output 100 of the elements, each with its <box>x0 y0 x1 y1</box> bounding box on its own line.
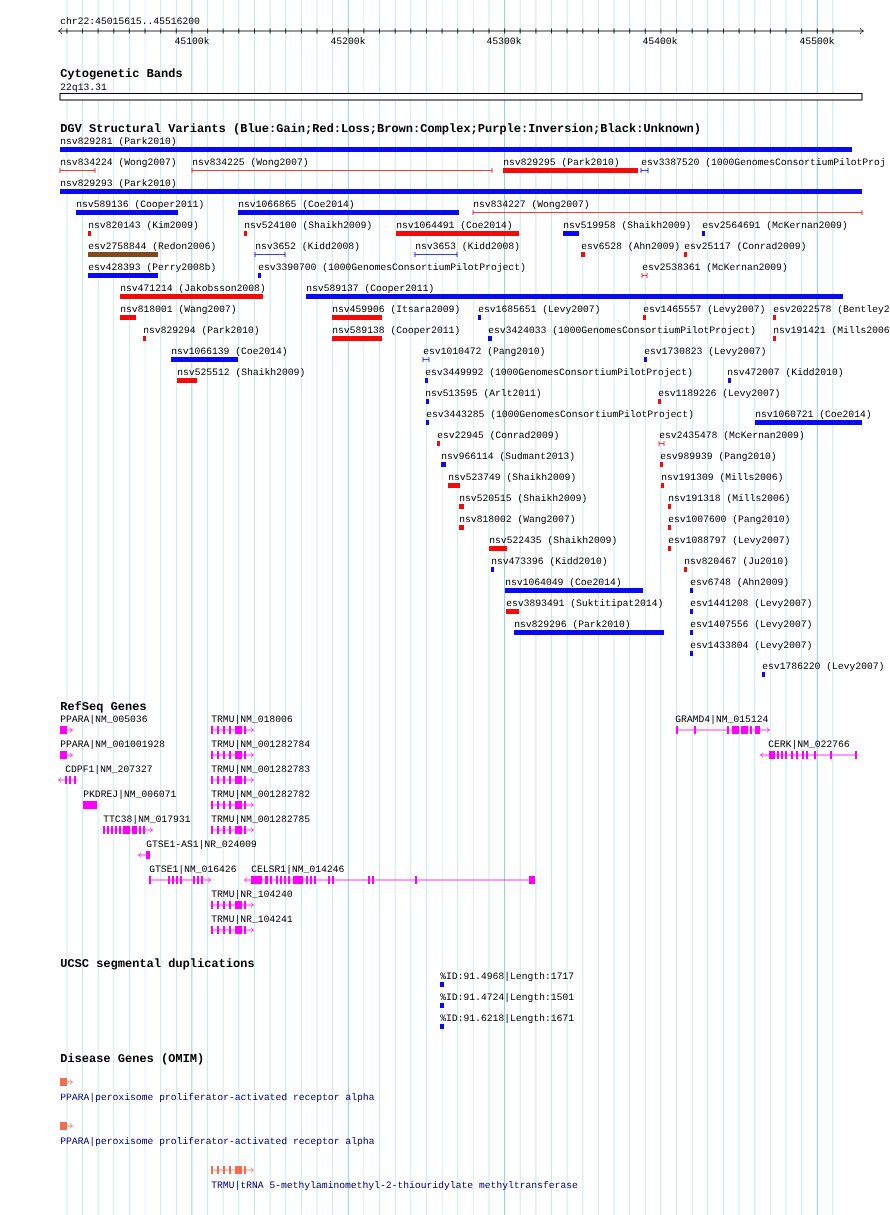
variant-label: esv6528 (Ahn2009) <box>581 242 679 251</box>
track-title: DGV Structural Variants (Blue:Gain;Red:Loss;Brown:Complex;Purple:Inversion;Black:Unknown) <box>61 123 699 135</box>
variant-label: nsv829296 (Park2010) <box>515 620 629 629</box>
variant-label: nsv589136 (Cooper2011) <box>77 200 203 209</box>
gene-label: TTC38|NM_017931 <box>103 815 191 824</box>
disease-gene-label: TRMU|tRNA 5-methylaminomethyl-2-thiouridylate methyltransferase <box>211 1181 578 1190</box>
gene-label: TRMU|NM_001282782 <box>211 790 310 799</box>
gene-label: GRAMD4|NM_015124 <box>675 715 768 724</box>
variant-label: esv1010472 (Pang2010) <box>423 347 544 356</box>
track-title: UCSC segmental duplications <box>60 958 254 970</box>
variant-label: nsv589137 (Cooper2011) <box>307 284 433 293</box>
variant-label: esv3390700 (1000GenomesConsortiumPilotProject) <box>258 263 525 272</box>
variant-label: nsv522435 (Shaikh2009) <box>490 536 616 545</box>
variant-label: esv989939 (Pang2010) <box>660 452 775 461</box>
variant-label: nsv589138 (Cooper2011) <box>333 326 459 335</box>
gene-label: CDPF1|NM_207327 <box>65 765 152 774</box>
tick-label: 45400k <box>643 37 677 45</box>
variant-label: nsv519958 (Shaikh2009) <box>564 221 690 230</box>
variant-label: esv3387520 (1000GenomesConsortiumPilotProj <box>641 158 884 167</box>
variant-label: esv3443285 (1000GenomesConsortiumPilotProject) <box>426 410 693 419</box>
variant-label: nsv513595 (Arlt2011) <box>426 389 540 398</box>
track-title: Cytogenetic Bands <box>60 68 182 80</box>
variant-label: esv3449992 (1000GenomesConsortiumPilotProject) <box>425 368 692 377</box>
variant-label: esv3893491 (Suktitipat2014) <box>506 599 662 608</box>
gene-label: TRMU|NR_104241 <box>211 915 293 924</box>
variant-label: nsv829294 (Park2010) <box>144 326 258 335</box>
variant-label: nsv191421 (Mills2006 <box>774 326 889 335</box>
gene-label: GTSE1|NM_016426 <box>149 865 236 874</box>
variant-label: nsv820143 (Kim2009) <box>89 221 198 230</box>
variant-label: nsv1064049 (Coe2014) <box>506 578 620 587</box>
position-label: chr22:45015615..45516200 <box>60 17 200 25</box>
variant-label: nsv473396 (Kidd2010) <box>492 557 606 566</box>
variant-label: nsv820467 (Ju2010) <box>685 557 788 566</box>
variant-label: esv1189226 (Levy2007) <box>658 389 779 398</box>
variant-label: esv1007600 (Pang2010) <box>668 515 789 524</box>
variant-label: nsv191309 (Mills2006) <box>662 473 782 482</box>
gene-label: PKDREJ|NM_006071 <box>83 790 176 799</box>
tick-label: 45300k <box>487 37 521 45</box>
variant-label: nsv818001 (Wang2007) <box>121 305 235 314</box>
tick-label: 45500k <box>800 37 834 45</box>
variant-label: nsv3653 (Kidd2008) <box>416 242 519 251</box>
variant-label: esv22945 (Conrad2009) <box>437 431 558 440</box>
variant-label: esv1441208 (Levy2007) <box>690 599 811 608</box>
gene-label: TRMU|NM_018006 <box>211 715 293 724</box>
variant-label: esv6748 (Ahn2009) <box>690 578 788 587</box>
variant-label: nsv525512 (Shaikh2009) <box>178 368 304 377</box>
variant-label: esv1407556 (Levy2007) <box>690 620 811 629</box>
gene-label: PPARA|NM_005036 <box>60 715 147 724</box>
disease-gene-label: PPARA|peroxisome proliferator-activated receptor alpha <box>60 1093 375 1102</box>
variant-label: nsv834225 (Wong2007) <box>193 158 307 167</box>
variant-label: nsv966114 (Sudmant2013) <box>442 452 574 461</box>
gene-label: TRMU|NR_104240 <box>211 890 293 899</box>
variant-label: esv1730823 (Levy2007) <box>644 347 765 356</box>
variant-label: nsv1060721 (Coe2014) <box>756 410 870 419</box>
gene-label: GTSE1-AS1|NR_024009 <box>146 840 257 849</box>
variant-label: nsv818002 (Wang2007) <box>460 515 574 524</box>
tick-label: 45100k <box>175 37 209 45</box>
gene-label: TRMU|NM_001282783 <box>211 765 310 774</box>
gene-label: TRMU|NM_001282784 <box>211 740 310 749</box>
variant-label: nsv3652 (Kidd2008) <box>256 242 359 251</box>
gene-label: CERK|NM_022766 <box>768 740 850 749</box>
gene-label: PPARA|NM_001001928 <box>60 740 165 749</box>
variant-label: nsv523749 (Shaikh2009) <box>449 473 575 482</box>
variant-label: nsv1066139 (Coe2014) <box>172 347 286 356</box>
duplication-label: %ID:91.4968|Length:1717 <box>440 972 574 981</box>
variant-label: esv428393 (Perry2008b) <box>88 263 215 272</box>
variant-label: nsv1064491 (Coe2014) <box>397 221 511 230</box>
variant-label: esv1465557 (Levy2007) <box>643 305 764 314</box>
variant-label: esv1088797 (Levy2007) <box>668 536 789 545</box>
variant-label: esv2538361 (McKernan2009) <box>642 263 787 272</box>
tick-label: 45200k <box>331 37 365 45</box>
variant-label: esv2564691 (McKernan2009) <box>702 221 847 230</box>
variant-label: nsv471214 (Jakobsson2008) <box>121 284 265 293</box>
variant-label: nsv1066865 (Coe2014) <box>239 200 353 209</box>
variant-label: nsv191318 (Mills2006) <box>669 494 789 503</box>
variant-label: nsv472007 (Kidd2010) <box>728 368 842 377</box>
variant-label: esv25117 (Conrad2009) <box>684 242 805 251</box>
variant-label: esv2435478 (McKernan2009) <box>659 431 804 440</box>
disease-gene-label: PPARA|peroxisome proliferator-activated receptor alpha <box>60 1137 375 1146</box>
gene-label: CELSR1|NM_014246 <box>251 865 344 874</box>
variant-label: esv1433804 (Levy2007) <box>690 641 811 650</box>
variant-label: esv1786220 (Levy2007) <box>762 662 883 671</box>
variant-label: esv2758844 (Redon2006) <box>88 242 215 251</box>
variant-label: nsv829293 (Park2010) <box>61 179 175 188</box>
variant-label: esv1685651 (Levy2007) <box>478 305 599 314</box>
track-title: RefSeq Genes <box>61 701 146 713</box>
variant-label: nsv834227 (Wong2007) <box>474 200 588 209</box>
track-title: Disease Genes (OMIM) <box>61 1053 203 1065</box>
variant-label: nsv459906 (Itsara2009) <box>333 305 459 314</box>
duplication-label: %ID:91.4724|Length:1501 <box>440 993 574 1002</box>
variant-label: nsv829295 (Park2010) <box>504 158 618 167</box>
variant-label: esv2022578 (Bentley2 <box>773 305 889 314</box>
gene-label: TRMU|NM_001282785 <box>211 815 310 824</box>
variant-label: nsv520515 (Shaikh2009) <box>460 494 586 503</box>
duplication-label: %ID:91.6218|Length:1671 <box>440 1014 574 1023</box>
variant-label: nsv829281 (Park2010) <box>61 137 175 146</box>
position-label: 22q13.31 <box>60 83 107 92</box>
variant-label: esv3424033 (1000GenomesConsortiumPilotProject) <box>488 326 755 335</box>
variant-label: nsv524100 (Shaikh2009) <box>245 221 371 230</box>
variant-label: nsv834224 (Wong2007) <box>61 158 175 167</box>
